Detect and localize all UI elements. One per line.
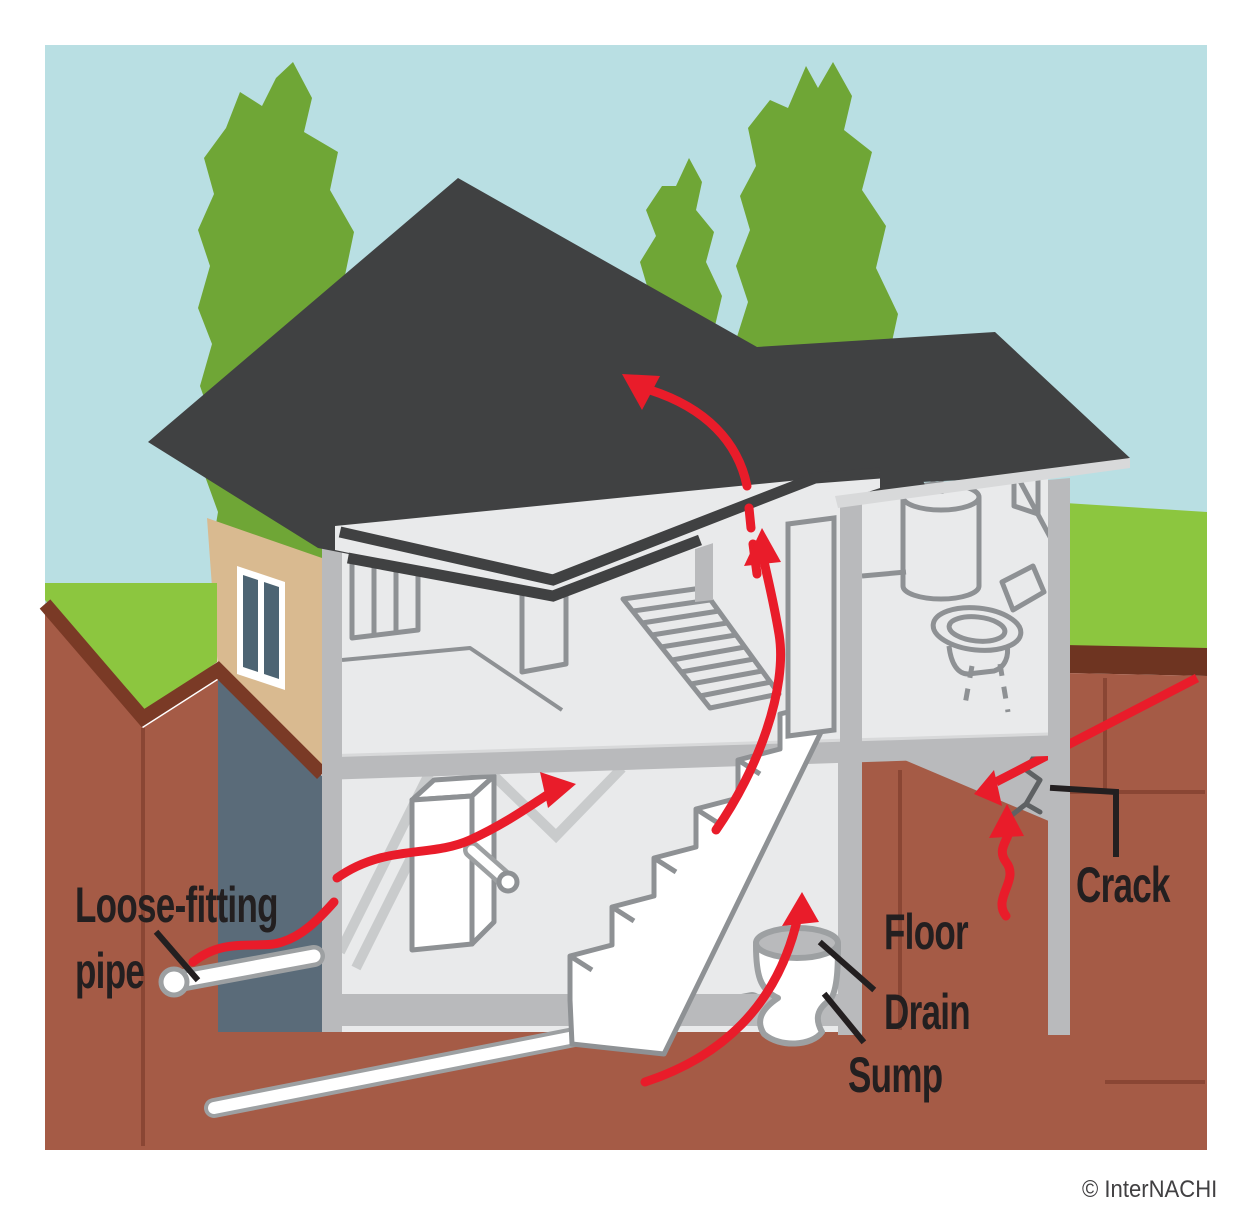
arrow-pipe-squiggle xyxy=(188,897,339,967)
furnace-pipe-end xyxy=(496,870,520,894)
window-pane-left xyxy=(243,575,258,672)
fascia xyxy=(835,458,1130,508)
leader-sump xyxy=(821,991,867,1045)
basement-right-wall xyxy=(838,742,862,1035)
arrow-furnace-head xyxy=(540,772,576,808)
label-crack: Crack xyxy=(1076,857,1171,913)
arrow-stairs xyxy=(711,551,786,835)
label-floor-drain: Floor Drain xyxy=(884,892,971,1052)
label-floor-drain-line1: Floor xyxy=(884,904,969,960)
leader-crack xyxy=(1049,784,1119,857)
window xyxy=(237,566,285,690)
label-floor-drain-line2: Drain xyxy=(884,984,971,1040)
arrow-sump xyxy=(640,907,804,1087)
floor-divider-band xyxy=(322,734,1048,780)
stairwell-door xyxy=(785,515,837,739)
toilet-leak-dashes xyxy=(961,663,1011,713)
eave-stripes xyxy=(338,467,881,602)
label-loose-fitting-line1: Loose-fitting xyxy=(75,877,279,933)
left-wall-band xyxy=(322,548,342,1032)
window-pane-right xyxy=(264,582,279,679)
gas-arrow-heads xyxy=(540,374,1024,926)
furnace-front xyxy=(409,793,475,953)
arrow-attic-head xyxy=(622,374,660,410)
right-exterior-wall xyxy=(1048,478,1070,1035)
arrow-furnace xyxy=(332,790,552,883)
grass-left xyxy=(45,583,217,716)
label-sump: Sump xyxy=(848,1047,943,1103)
copyright-text: © InterNACHI xyxy=(1082,1176,1218,1203)
toilet xyxy=(930,563,1047,677)
bathroom-fixtures xyxy=(861,467,1059,713)
grass-right xyxy=(1065,503,1207,648)
arrow-sump-head xyxy=(782,892,819,926)
arrow-crack-squiggle-head xyxy=(989,804,1024,838)
arrow-through-crack xyxy=(993,674,1200,786)
bathroom-left-wall xyxy=(840,484,862,742)
label-loose-fitting-pipe: Loose-fitting pipe xyxy=(75,872,279,1004)
far-wall-corner xyxy=(861,569,907,579)
pipe-opening xyxy=(158,966,190,998)
label-leaders xyxy=(153,784,1119,1045)
leader-loose-pipe xyxy=(153,929,201,983)
leader-floor-drain xyxy=(817,939,877,993)
arrow-stairs-head xyxy=(744,528,781,566)
topsoil-band-right xyxy=(1065,645,1207,676)
arrow-through-crack-head xyxy=(974,770,1002,806)
floor-corner-line xyxy=(341,646,564,712)
arrow-attic xyxy=(645,385,752,491)
label-loose-fitting-line2: pipe xyxy=(75,943,145,999)
furnace xyxy=(409,773,520,953)
gas-arrows xyxy=(188,385,1015,1087)
topsoil-lip-left xyxy=(39,599,327,779)
